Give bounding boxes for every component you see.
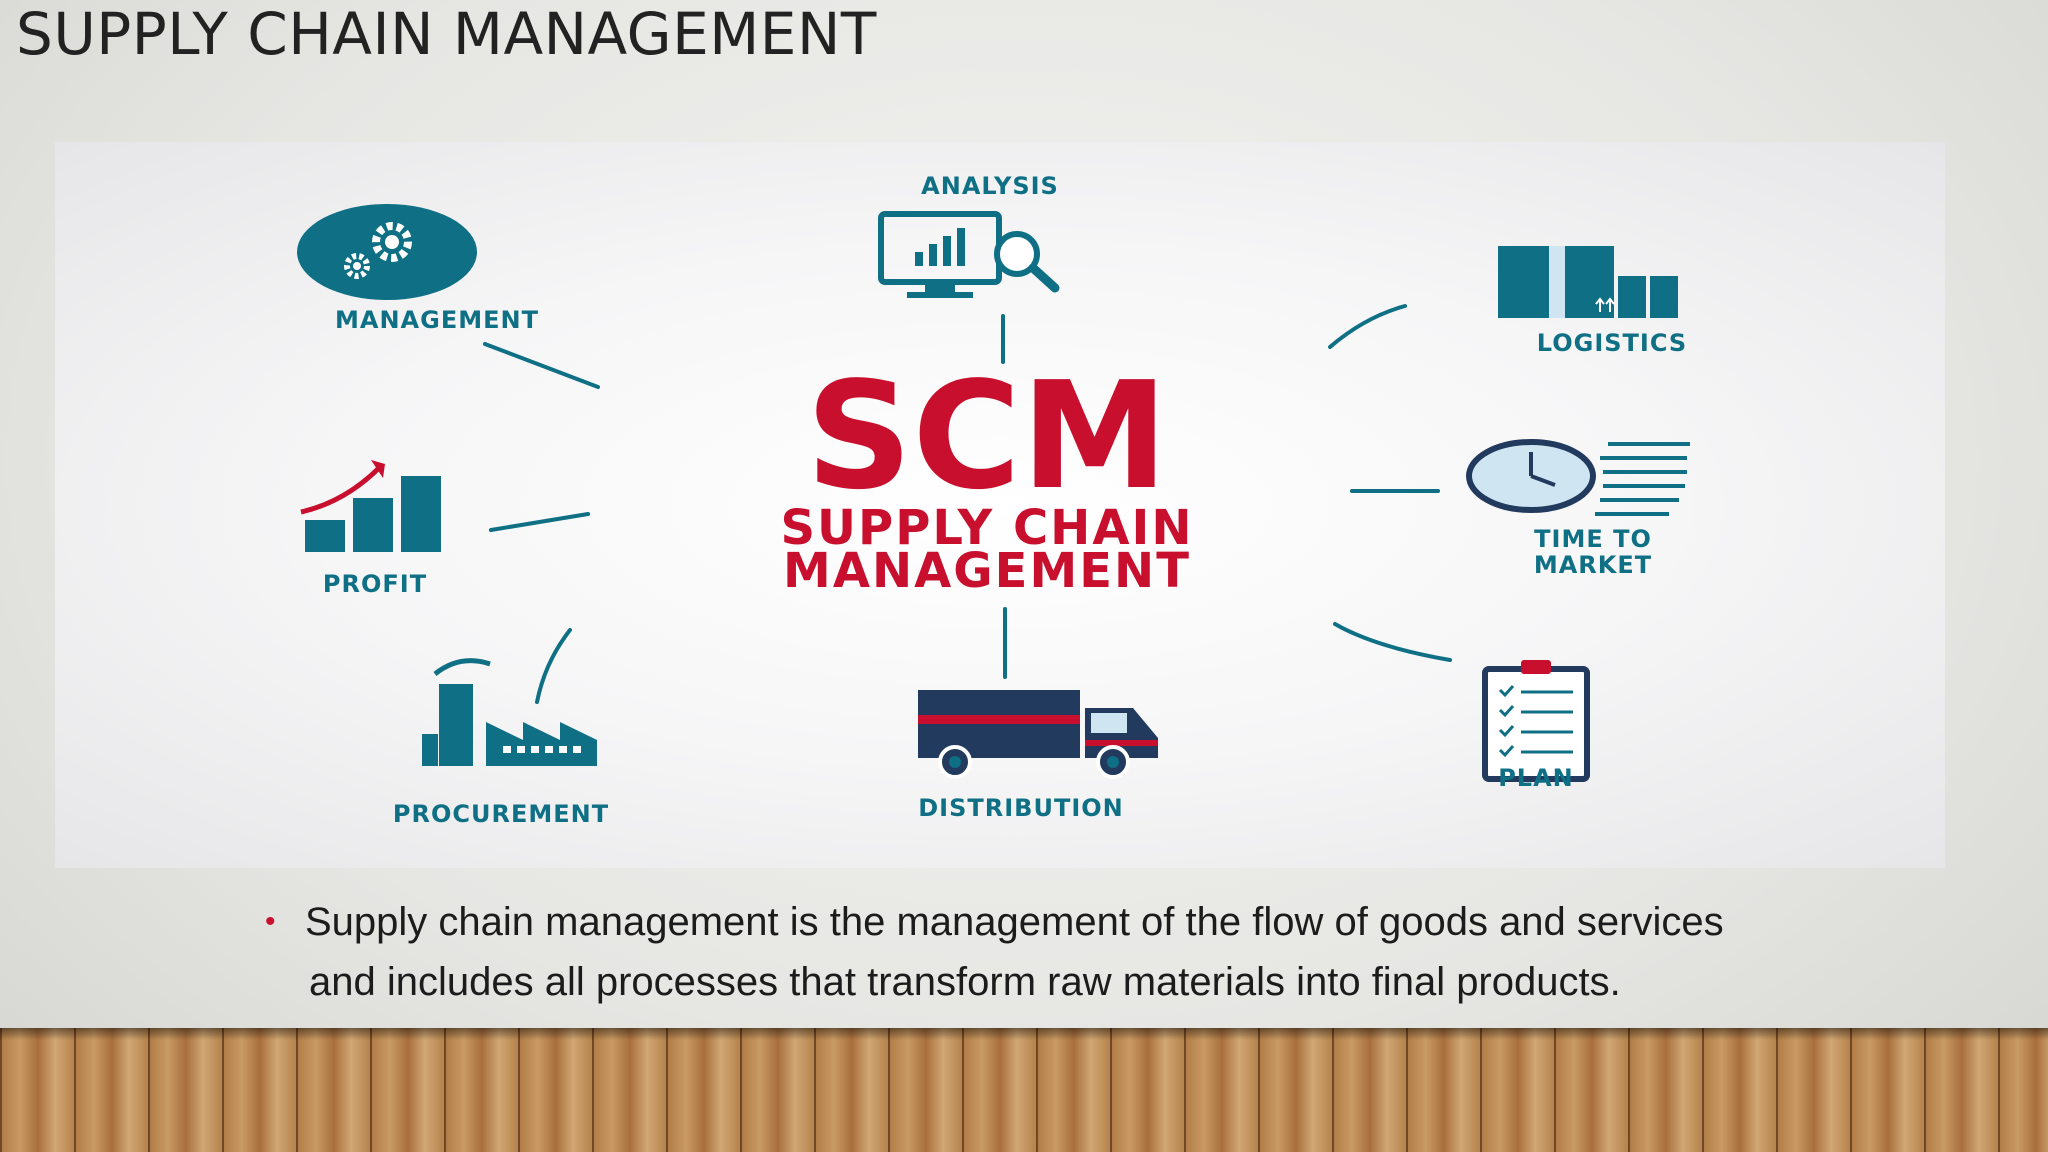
connector-lines: [483, 304, 1452, 704]
factory-icon: [422, 658, 597, 766]
time-to-market-label-line2: MARKET: [1534, 551, 1652, 579]
bullet-paragraph: • Supply chain management is the manageme…: [265, 892, 1905, 1012]
truck-icon: [918, 690, 1158, 779]
management-label: MANAGEMENT: [335, 306, 539, 334]
profit-chart-icon: [300, 460, 441, 552]
scm-diagram-image: MANAGEMENT ANALYSIS LOGISTICS SCM SUPPLY: [55, 142, 1945, 868]
profit-label: PROFIT: [323, 570, 427, 598]
analysis-monitor-icon: [878, 211, 1060, 298]
clipboard-icon: [1482, 660, 1590, 782]
scm-subtitle-line1: SUPPLY CHAIN: [780, 500, 1193, 556]
scm-subtitle-line2: MANAGEMENT: [783, 543, 1191, 599]
management-gears-icon: [297, 204, 477, 300]
plan-label: PLAN: [1498, 764, 1574, 792]
clock-icon: [1466, 439, 1690, 516]
wooden-floor-background: [0, 1028, 2048, 1152]
bullet-line2: and includes all processes that transfor…: [309, 960, 1621, 1004]
scm-heading: SCM: [806, 350, 1168, 522]
bullet-icon: •: [265, 905, 276, 938]
slide-title: SUPPLY CHAIN MANAGEMENT: [16, 0, 877, 68]
procurement-label: PROCUREMENT: [393, 800, 609, 828]
logistics-label: LOGISTICS: [1537, 329, 1687, 357]
distribution-label: DISTRIBUTION: [918, 794, 1124, 822]
analysis-label: ANALYSIS: [921, 172, 1059, 200]
logistics-bars-icon: [1498, 246, 1678, 318]
time-to-market-label-line1: TIME TO: [1534, 525, 1652, 553]
bullet-line1: Supply chain management is the managemen…: [305, 900, 1724, 944]
floor-shadow: [0, 1028, 2048, 1040]
